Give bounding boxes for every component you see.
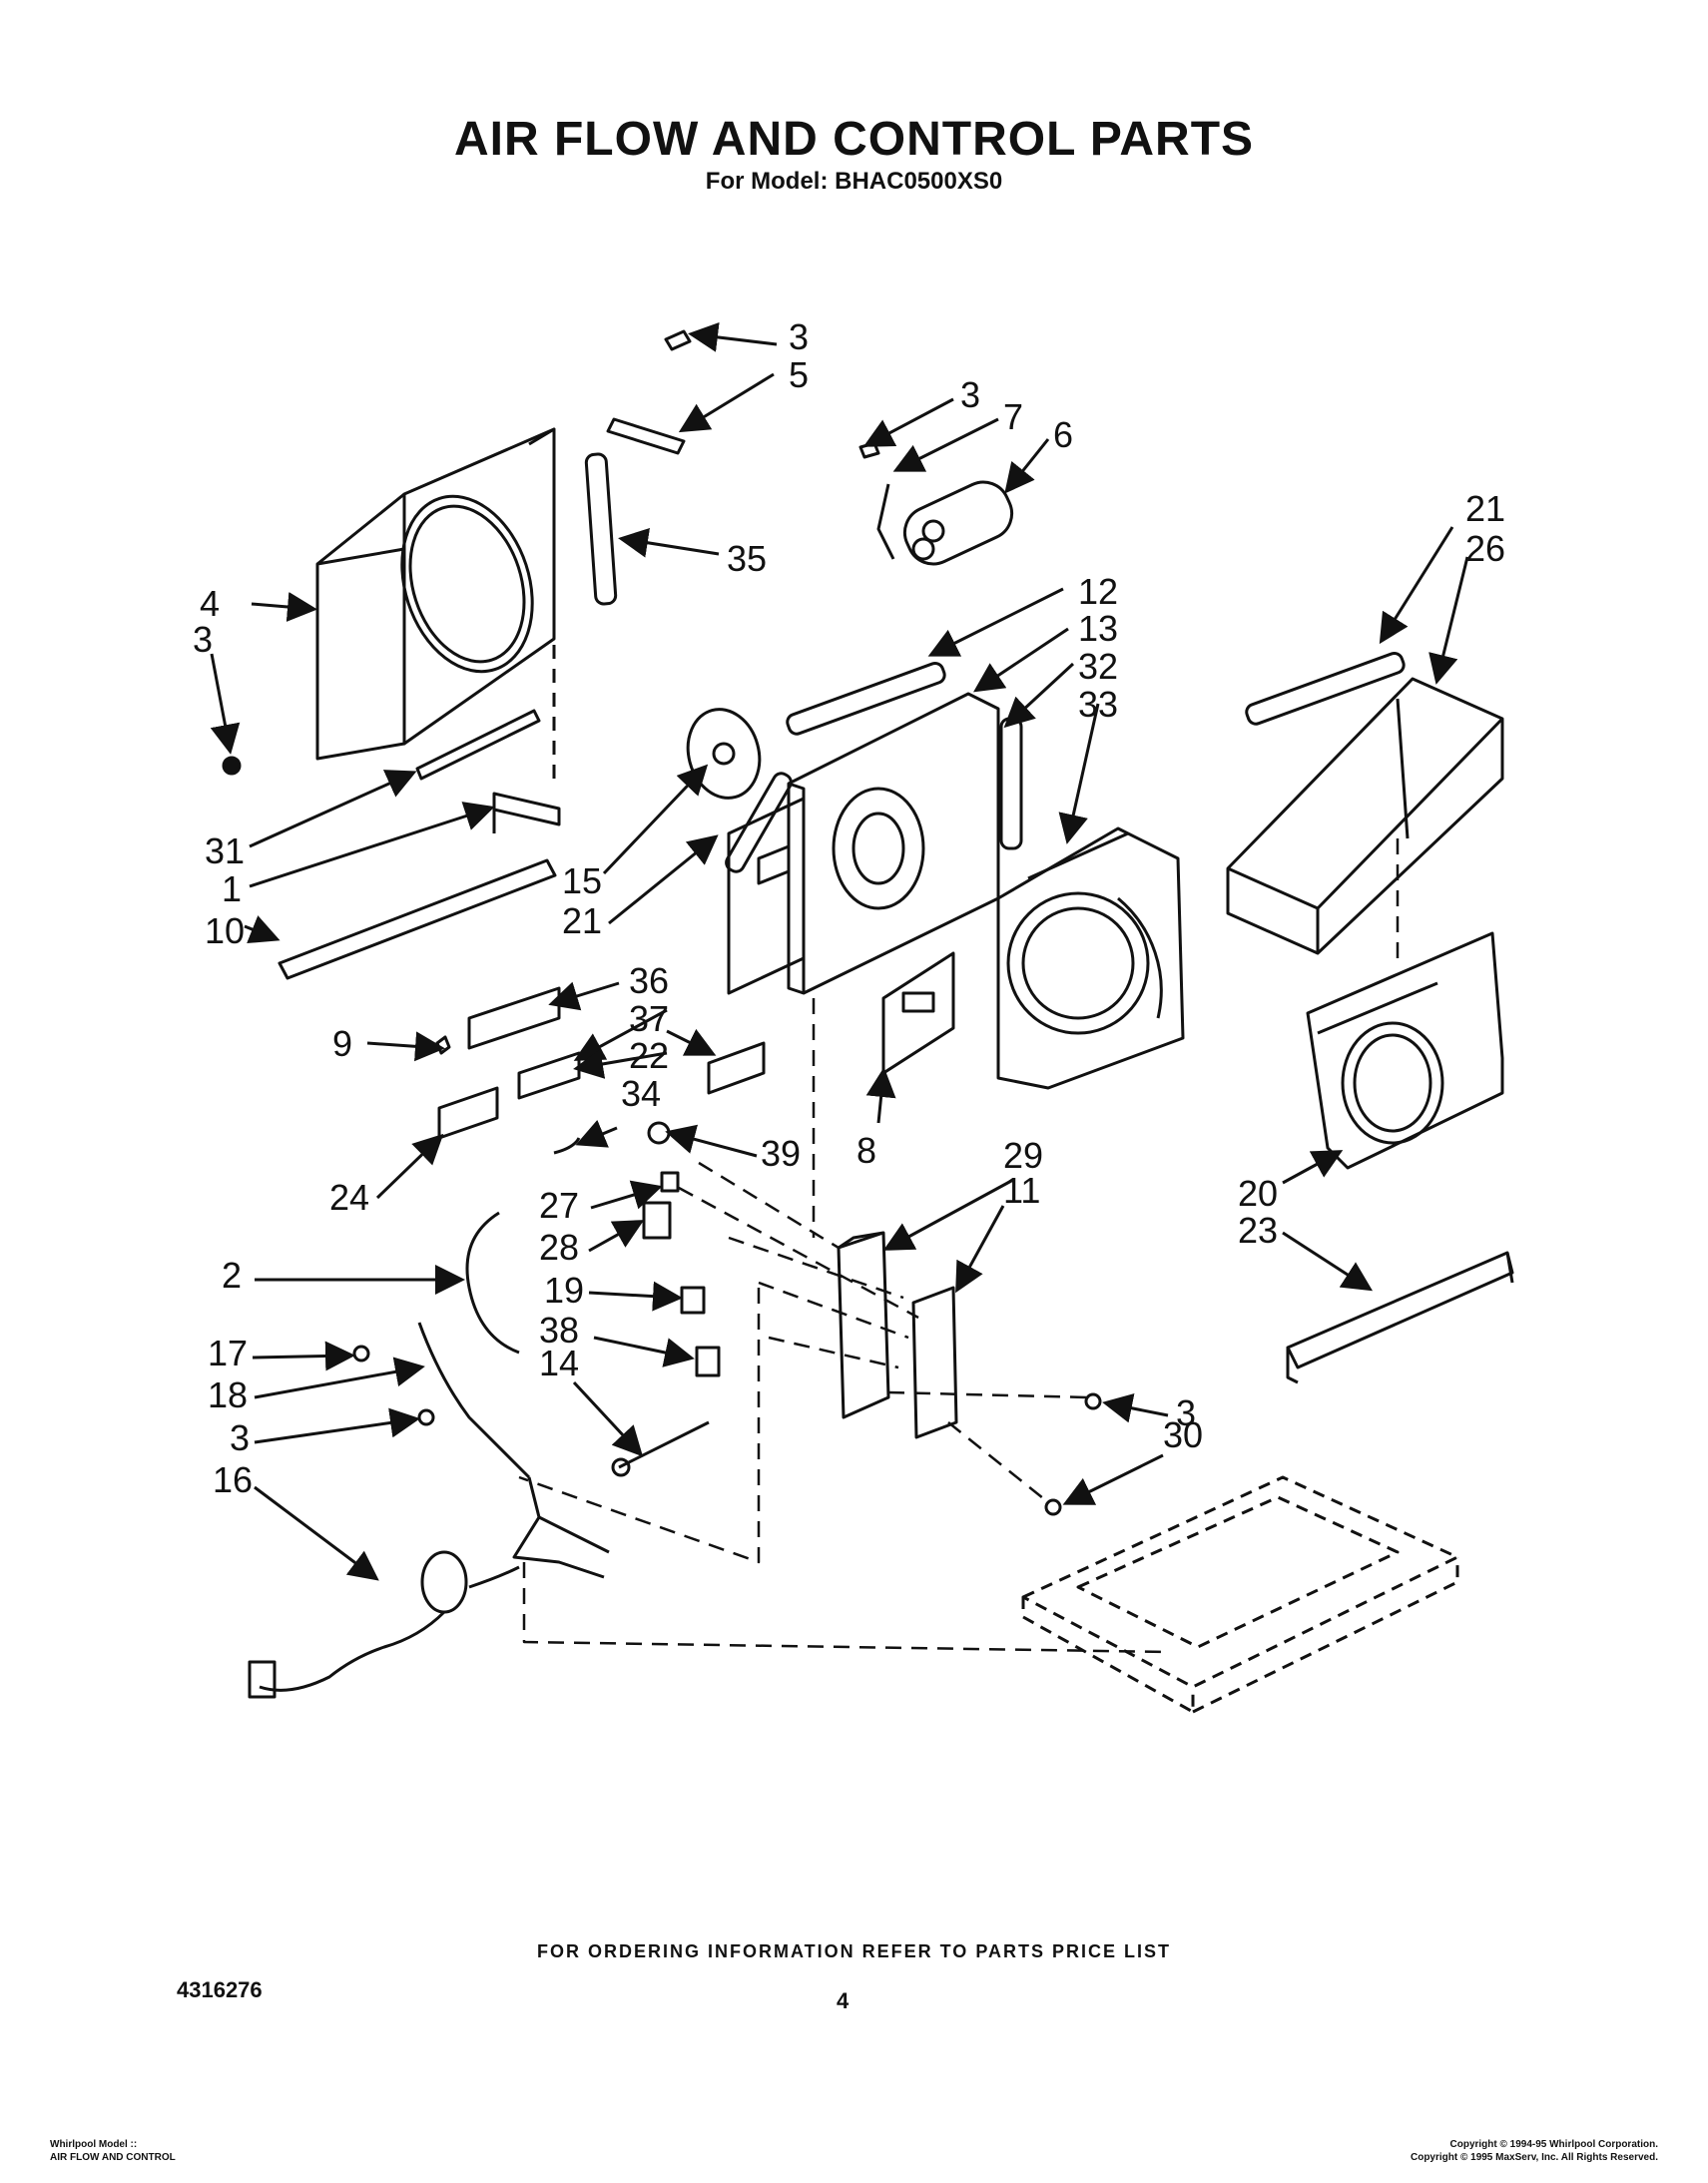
callout-6: 6: [1053, 414, 1073, 455]
base-pan-part: [1021, 1475, 1459, 1714]
front-grille-cover-part: [1306, 931, 1504, 1170]
callout-35: 35: [727, 538, 767, 579]
footer-right-line2: Copyright © 1995 MaxServ, Inc. All Right…: [1410, 2152, 1658, 2163]
screw-left-part: [222, 756, 242, 776]
screw-part: [664, 329, 692, 351]
shroud-panel-part: [315, 427, 556, 789]
callout-9: 9: [332, 1023, 352, 1064]
screw-3-right-part: [1084, 1392, 1102, 1410]
callout-17: 17: [208, 1333, 248, 1373]
callout-26: 26: [1465, 528, 1505, 569]
callout-30: 30: [1163, 1414, 1203, 1455]
callout-31: 31: [205, 830, 245, 871]
footer-copyright: Copyright © 1994-95 Whirlpool Corporatio…: [1411, 2138, 1658, 2164]
callout-39: 39: [761, 1133, 801, 1174]
bracket-part: [606, 417, 686, 455]
screw-17-part: [352, 1345, 370, 1363]
mesh-screen-part: [467, 986, 561, 1050]
callout-7: 7: [1003, 396, 1023, 437]
drip-tray-part: [1286, 1251, 1514, 1384]
bolt-14-part: [611, 1420, 710, 1477]
seal-strip-21-left-part: [725, 772, 793, 873]
callout-14: 14: [539, 1343, 579, 1383]
dashed-leader-lines: [518, 833, 1400, 1654]
scroll-housing-part: [996, 826, 1185, 1090]
callout-28: 28: [539, 1227, 579, 1268]
callout-22: 22: [629, 1035, 669, 1076]
callout-3: 3: [1176, 1392, 1196, 1433]
callout-1: 1: [222, 868, 242, 909]
callout-16: 16: [213, 1459, 253, 1500]
callout-20: 20: [1238, 1173, 1278, 1214]
callout-4: 4: [200, 583, 220, 624]
callout-33: 33: [1078, 684, 1118, 725]
page-number: 4: [837, 1988, 850, 2013]
seal-strip-35-part: [584, 452, 618, 606]
callout-15: 15: [562, 860, 602, 901]
callout-32: 32: [1078, 646, 1118, 687]
callout-3: 3: [960, 374, 980, 415]
callout-38: 38: [539, 1310, 579, 1351]
label-37-part: [707, 1041, 766, 1095]
callout-34: 34: [621, 1073, 661, 1114]
footer-right-line1: Copyright © 1994-95 Whirlpool Corporatio…: [1449, 2139, 1659, 2150]
footer-left-line2: AIR FLOW AND CONTROL: [50, 2152, 176, 2163]
relay-27-part: [660, 1171, 680, 1193]
callout-3: 3: [230, 1417, 250, 1458]
clip-9-part: [435, 1035, 451, 1055]
callout-23: 23: [1238, 1210, 1278, 1251]
callout-36: 36: [629, 960, 669, 1001]
callout-3: 3: [193, 619, 213, 660]
document-number: 4316276: [177, 1977, 263, 2002]
callout-3: 3: [789, 316, 809, 357]
callout-21: 21: [1465, 488, 1505, 529]
model-subtitle: For Model: BHAC0500XS0: [705, 168, 1003, 195]
bracket-1-part: [492, 792, 561, 833]
seal-strip-10-part: [278, 858, 557, 980]
callout-12: 12: [1078, 571, 1118, 612]
relay-38-part: [695, 1346, 721, 1377]
callout-37: 37: [629, 998, 669, 1039]
callout-5: 5: [789, 354, 809, 395]
callout-8: 8: [856, 1130, 876, 1171]
control-plate-part: [881, 951, 955, 1075]
relay-28-part: [642, 1201, 672, 1240]
mounting-plate-11-part: [911, 1286, 958, 1439]
label-24-part: [437, 1086, 499, 1140]
capacitor-part: [858, 441, 1014, 566]
mounting-plate-29-part: [837, 1231, 890, 1419]
seal-strip-12-part: [786, 661, 946, 736]
footer-model-info: Whirlpool Model :: AIR FLOW AND CONTROL: [50, 2138, 176, 2164]
knob-39-part: [647, 1121, 671, 1145]
footer-left-line1: Whirlpool Model ::: [50, 2139, 138, 2150]
callout-13: 13: [1078, 608, 1118, 649]
fan-blade-part: [686, 708, 762, 800]
callout-29: 29: [1003, 1135, 1043, 1176]
wire-34-part: [553, 1137, 581, 1155]
wire-harness-18-part: [417, 1322, 610, 1579]
callout-2: 2: [222, 1255, 242, 1296]
callout-labels: 3 5 3 7 6 35 4 3 21 26 12 13 32 33 31 1 …: [193, 316, 1505, 1500]
callout-19: 19: [544, 1270, 584, 1311]
callout-18: 18: [208, 1374, 248, 1415]
seal-strip-21-top-part: [1245, 651, 1406, 726]
seal-strip-32-part: [999, 717, 1023, 850]
ordering-note: FOR ORDERING INFORMATION REFER TO PARTS …: [536, 1941, 1171, 1961]
seal-strip-31-part: [415, 709, 541, 781]
screw-3-mid-part: [417, 1408, 435, 1426]
callout-24: 24: [329, 1177, 369, 1218]
power-cord-part: [248, 1550, 520, 1699]
page-title: AIR FLOW AND CONTROL PARTS: [453, 113, 1255, 166]
callout-10: 10: [205, 910, 245, 951]
screw-30-part: [1044, 1498, 1062, 1516]
air-duct-part: [1226, 677, 1504, 955]
callout-27: 27: [539, 1185, 579, 1226]
blower-housing-part: [727, 692, 1000, 995]
callout-11: 11: [1003, 1170, 1040, 1211]
relay-19-part: [680, 1286, 706, 1315]
callout-21: 21: [562, 900, 602, 941]
wire-harness-2-part: [465, 1211, 520, 1355]
switch-22-part: [517, 1051, 581, 1100]
